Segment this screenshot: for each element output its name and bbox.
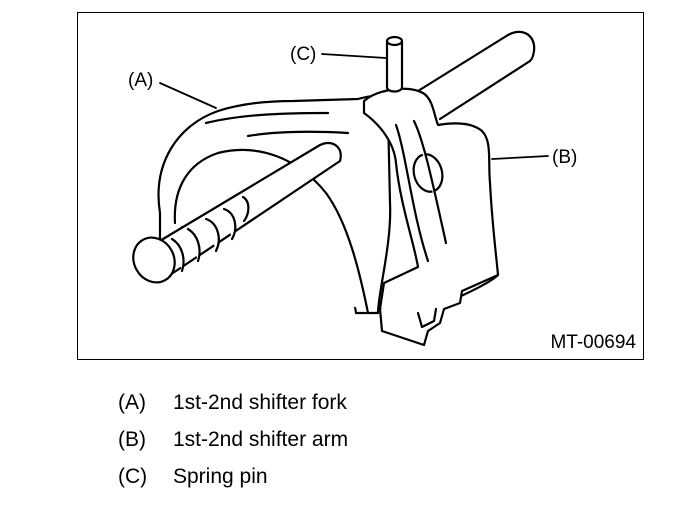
legend-item-b: (B) 1st-2nd shifter arm bbox=[118, 425, 348, 462]
figure-id-label: MT-00694 bbox=[550, 332, 636, 353]
spring-pin bbox=[385, 35, 404, 93]
legend-text: 1st-2nd shifter arm bbox=[173, 428, 349, 451]
leader-b bbox=[491, 155, 549, 160]
callout-a-label: (A) bbox=[128, 70, 153, 91]
legend-item-a: (A) 1st-2nd shifter fork bbox=[118, 388, 348, 425]
callout-leaders bbox=[159, 53, 549, 160]
leader-a bbox=[159, 82, 217, 109]
legend: (A) 1st-2nd shifter fork (B) 1st-2nd shift… bbox=[118, 388, 348, 499]
legend-key: (A) bbox=[118, 391, 146, 414]
legend-text: Spring pin bbox=[173, 465, 268, 488]
legend-key: (B) bbox=[118, 428, 146, 451]
legend-item-c: (C) Spring pin bbox=[118, 462, 348, 499]
legend-text: 1st-2nd shifter fork bbox=[173, 391, 347, 414]
leader-c bbox=[321, 53, 387, 59]
legend-key: (C) bbox=[118, 465, 148, 488]
shifter-fork-illustration: (A) (C) (B) bbox=[128, 30, 577, 347]
shifter-arm bbox=[362, 87, 500, 347]
shift-rod-rear bbox=[416, 30, 536, 121]
callout-b-label: (B) bbox=[552, 147, 577, 168]
callout-c-label: (C) bbox=[290, 44, 316, 65]
shift-rod-front bbox=[132, 141, 342, 284]
figure-frame: (A) (C) (B) MT-00694 bbox=[77, 12, 644, 360]
